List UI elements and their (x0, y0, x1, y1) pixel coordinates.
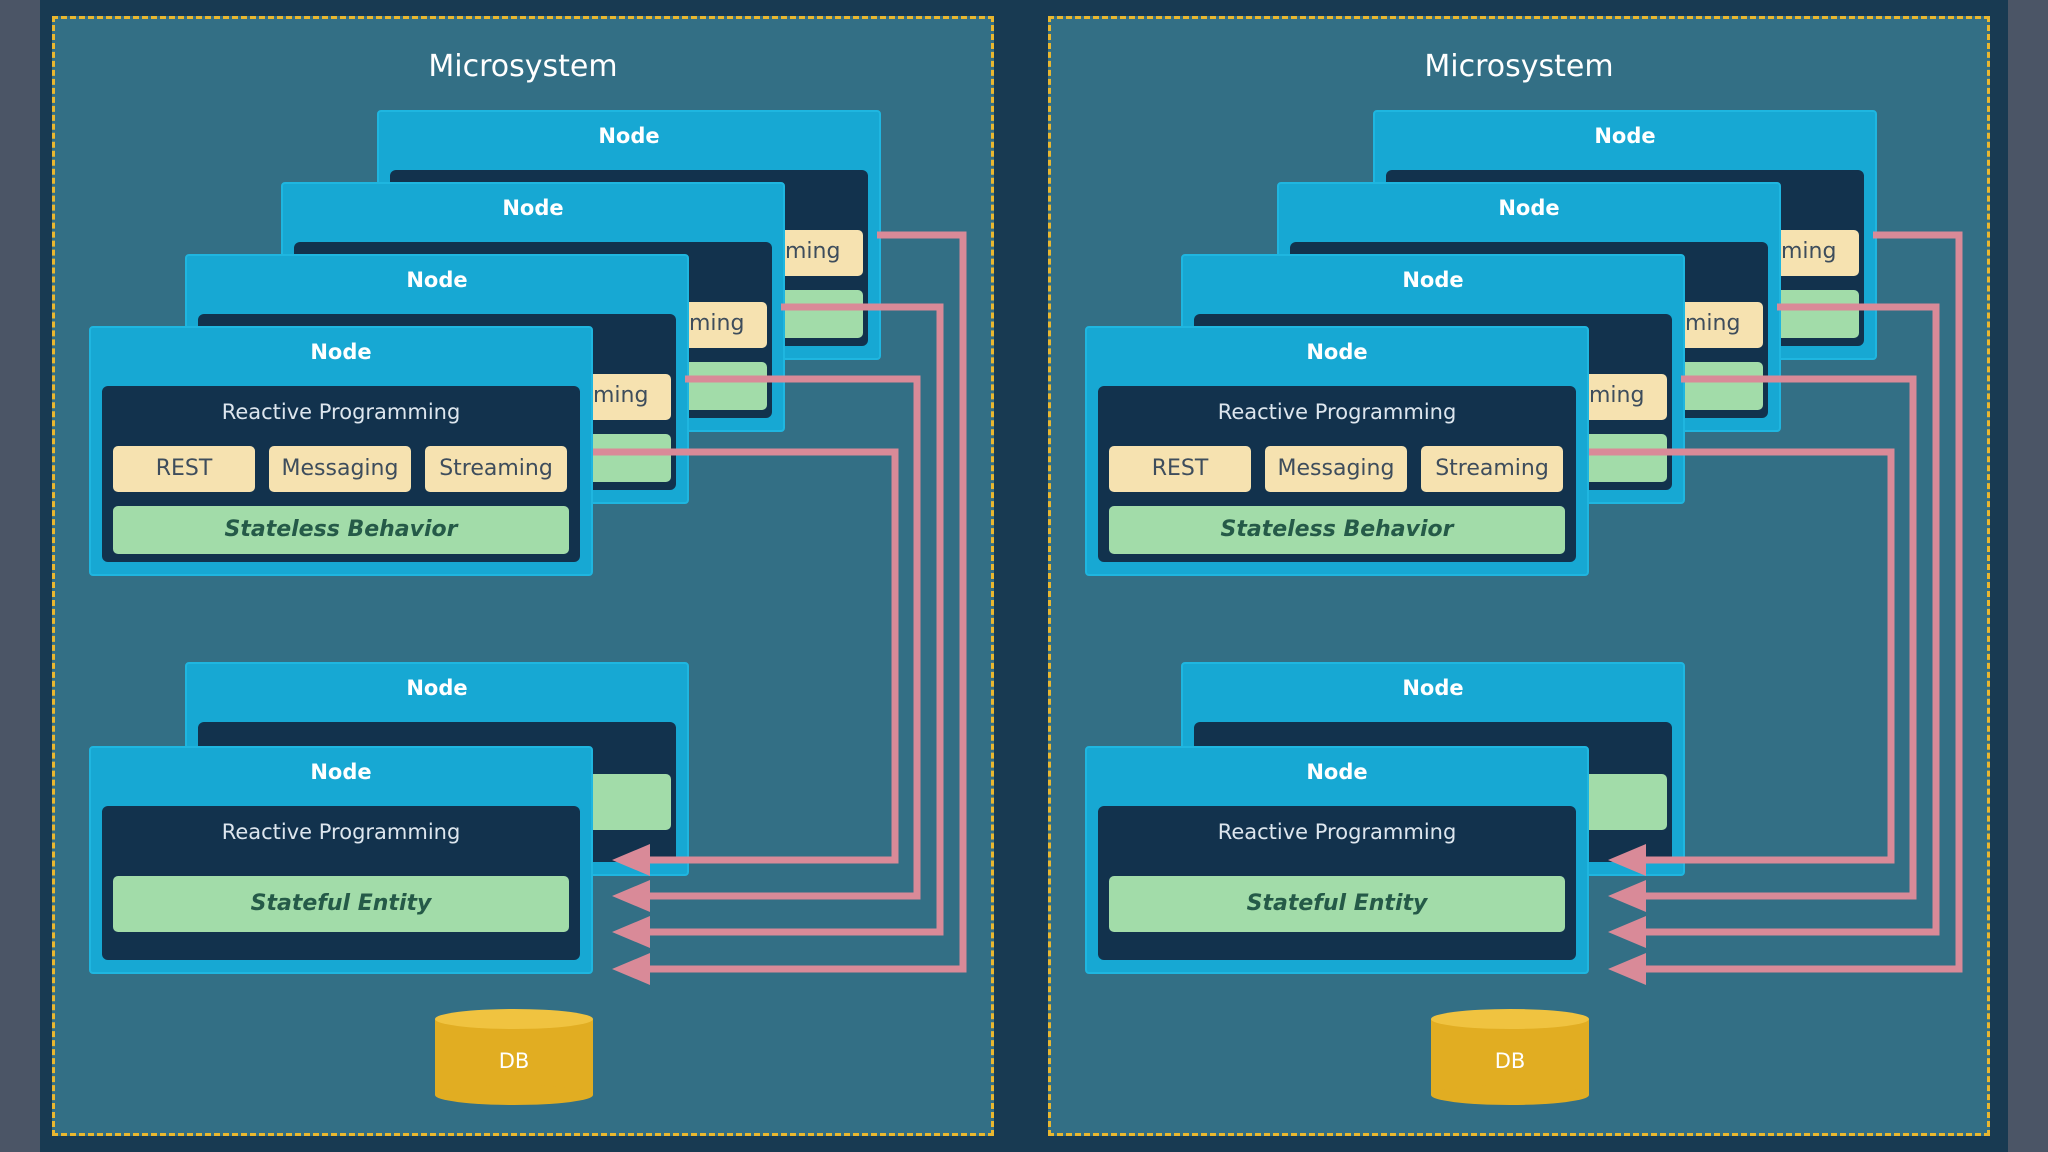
arrowhead-3 (1608, 880, 1646, 912)
arrowhead-3 (612, 880, 650, 912)
reactive-programming-label: Reactive Programming (1217, 820, 1457, 844)
arrowhead-2 (1608, 916, 1646, 948)
arrowhead-1 (1608, 953, 1646, 985)
db-cylinder-icon (1431, 1009, 1589, 1105)
node-stateful-front: Node Reactive Programming Stateful Entit… (89, 746, 593, 974)
diagram-canvas: Microsystem Node ming Node ming Node (40, 0, 2008, 1152)
microsystem-title: Microsystem (428, 49, 618, 84)
node-title: Node (598, 124, 660, 148)
node-title: Node (310, 760, 372, 784)
microsystem-title: Microsystem (1424, 49, 1614, 84)
arrowhead-1 (612, 953, 650, 985)
node-inner: Reactive Programming REST Messaging Stre… (102, 386, 580, 562)
db-label: DB (498, 1049, 530, 1073)
chip-messaging: Messaging (1265, 446, 1407, 492)
microsystem-panel-1: Microsystem Node ming Node ming Node (52, 16, 994, 1136)
microsystem-panel-2: Microsystem Node ming Node ming Node min (1048, 16, 1990, 1136)
reactive-programming-label: Reactive Programming (221, 820, 461, 844)
node-inner: Reactive Programming Stateful Entity (102, 806, 580, 960)
stateless-behavior-bar: Stateless Behavior (113, 506, 569, 554)
node-title: Node (1306, 760, 1368, 784)
chip-partial-label: ming (1589, 383, 1645, 408)
node-stateless-front: Node Reactive Programming REST Messaging… (89, 326, 593, 576)
node-title: Node (1594, 124, 1656, 148)
chip-partial-label: ming (785, 239, 841, 264)
node-stateless-front: Node Reactive Programming REST Messaging… (1085, 326, 1589, 576)
chip-streaming: Streaming (1421, 446, 1563, 492)
node-title: Node (406, 676, 468, 700)
chip-rest: REST (113, 446, 255, 492)
reactive-programming-label: Reactive Programming (1217, 400, 1457, 424)
node-inner: Reactive Programming Stateful Entity (1098, 806, 1576, 960)
node-title: Node (1402, 268, 1464, 292)
stateful-entity-bar: Stateful Entity (113, 876, 569, 932)
node-stateful-front: Node Reactive Programming Stateful Entit… (1085, 746, 1589, 974)
chip-streaming: Streaming (425, 446, 567, 492)
chip-messaging: Messaging (269, 446, 411, 492)
stateless-behavior-bar: Stateless Behavior (1109, 506, 1565, 554)
node-title: Node (1306, 340, 1368, 364)
node-title: Node (406, 268, 468, 292)
reactive-programming-label: Reactive Programming (221, 400, 461, 424)
db-cylinder-icon (435, 1009, 593, 1105)
node-title: Node (1402, 676, 1464, 700)
node-title: Node (1498, 196, 1560, 220)
node-inner: Reactive Programming REST Messaging Stre… (1098, 386, 1576, 562)
db-label: DB (1494, 1049, 1526, 1073)
node-title: Node (502, 196, 564, 220)
chip-partial-label: ming (593, 383, 649, 408)
stateful-entity-bar: Stateful Entity (1109, 876, 1565, 932)
chip-partial-label: ming (1685, 311, 1741, 336)
arrowhead-2 (612, 916, 650, 948)
chip-partial-label: ming (1781, 239, 1837, 264)
node-title: Node (310, 340, 372, 364)
chip-rest: REST (1109, 446, 1251, 492)
chip-partial-label: ming (689, 311, 745, 336)
